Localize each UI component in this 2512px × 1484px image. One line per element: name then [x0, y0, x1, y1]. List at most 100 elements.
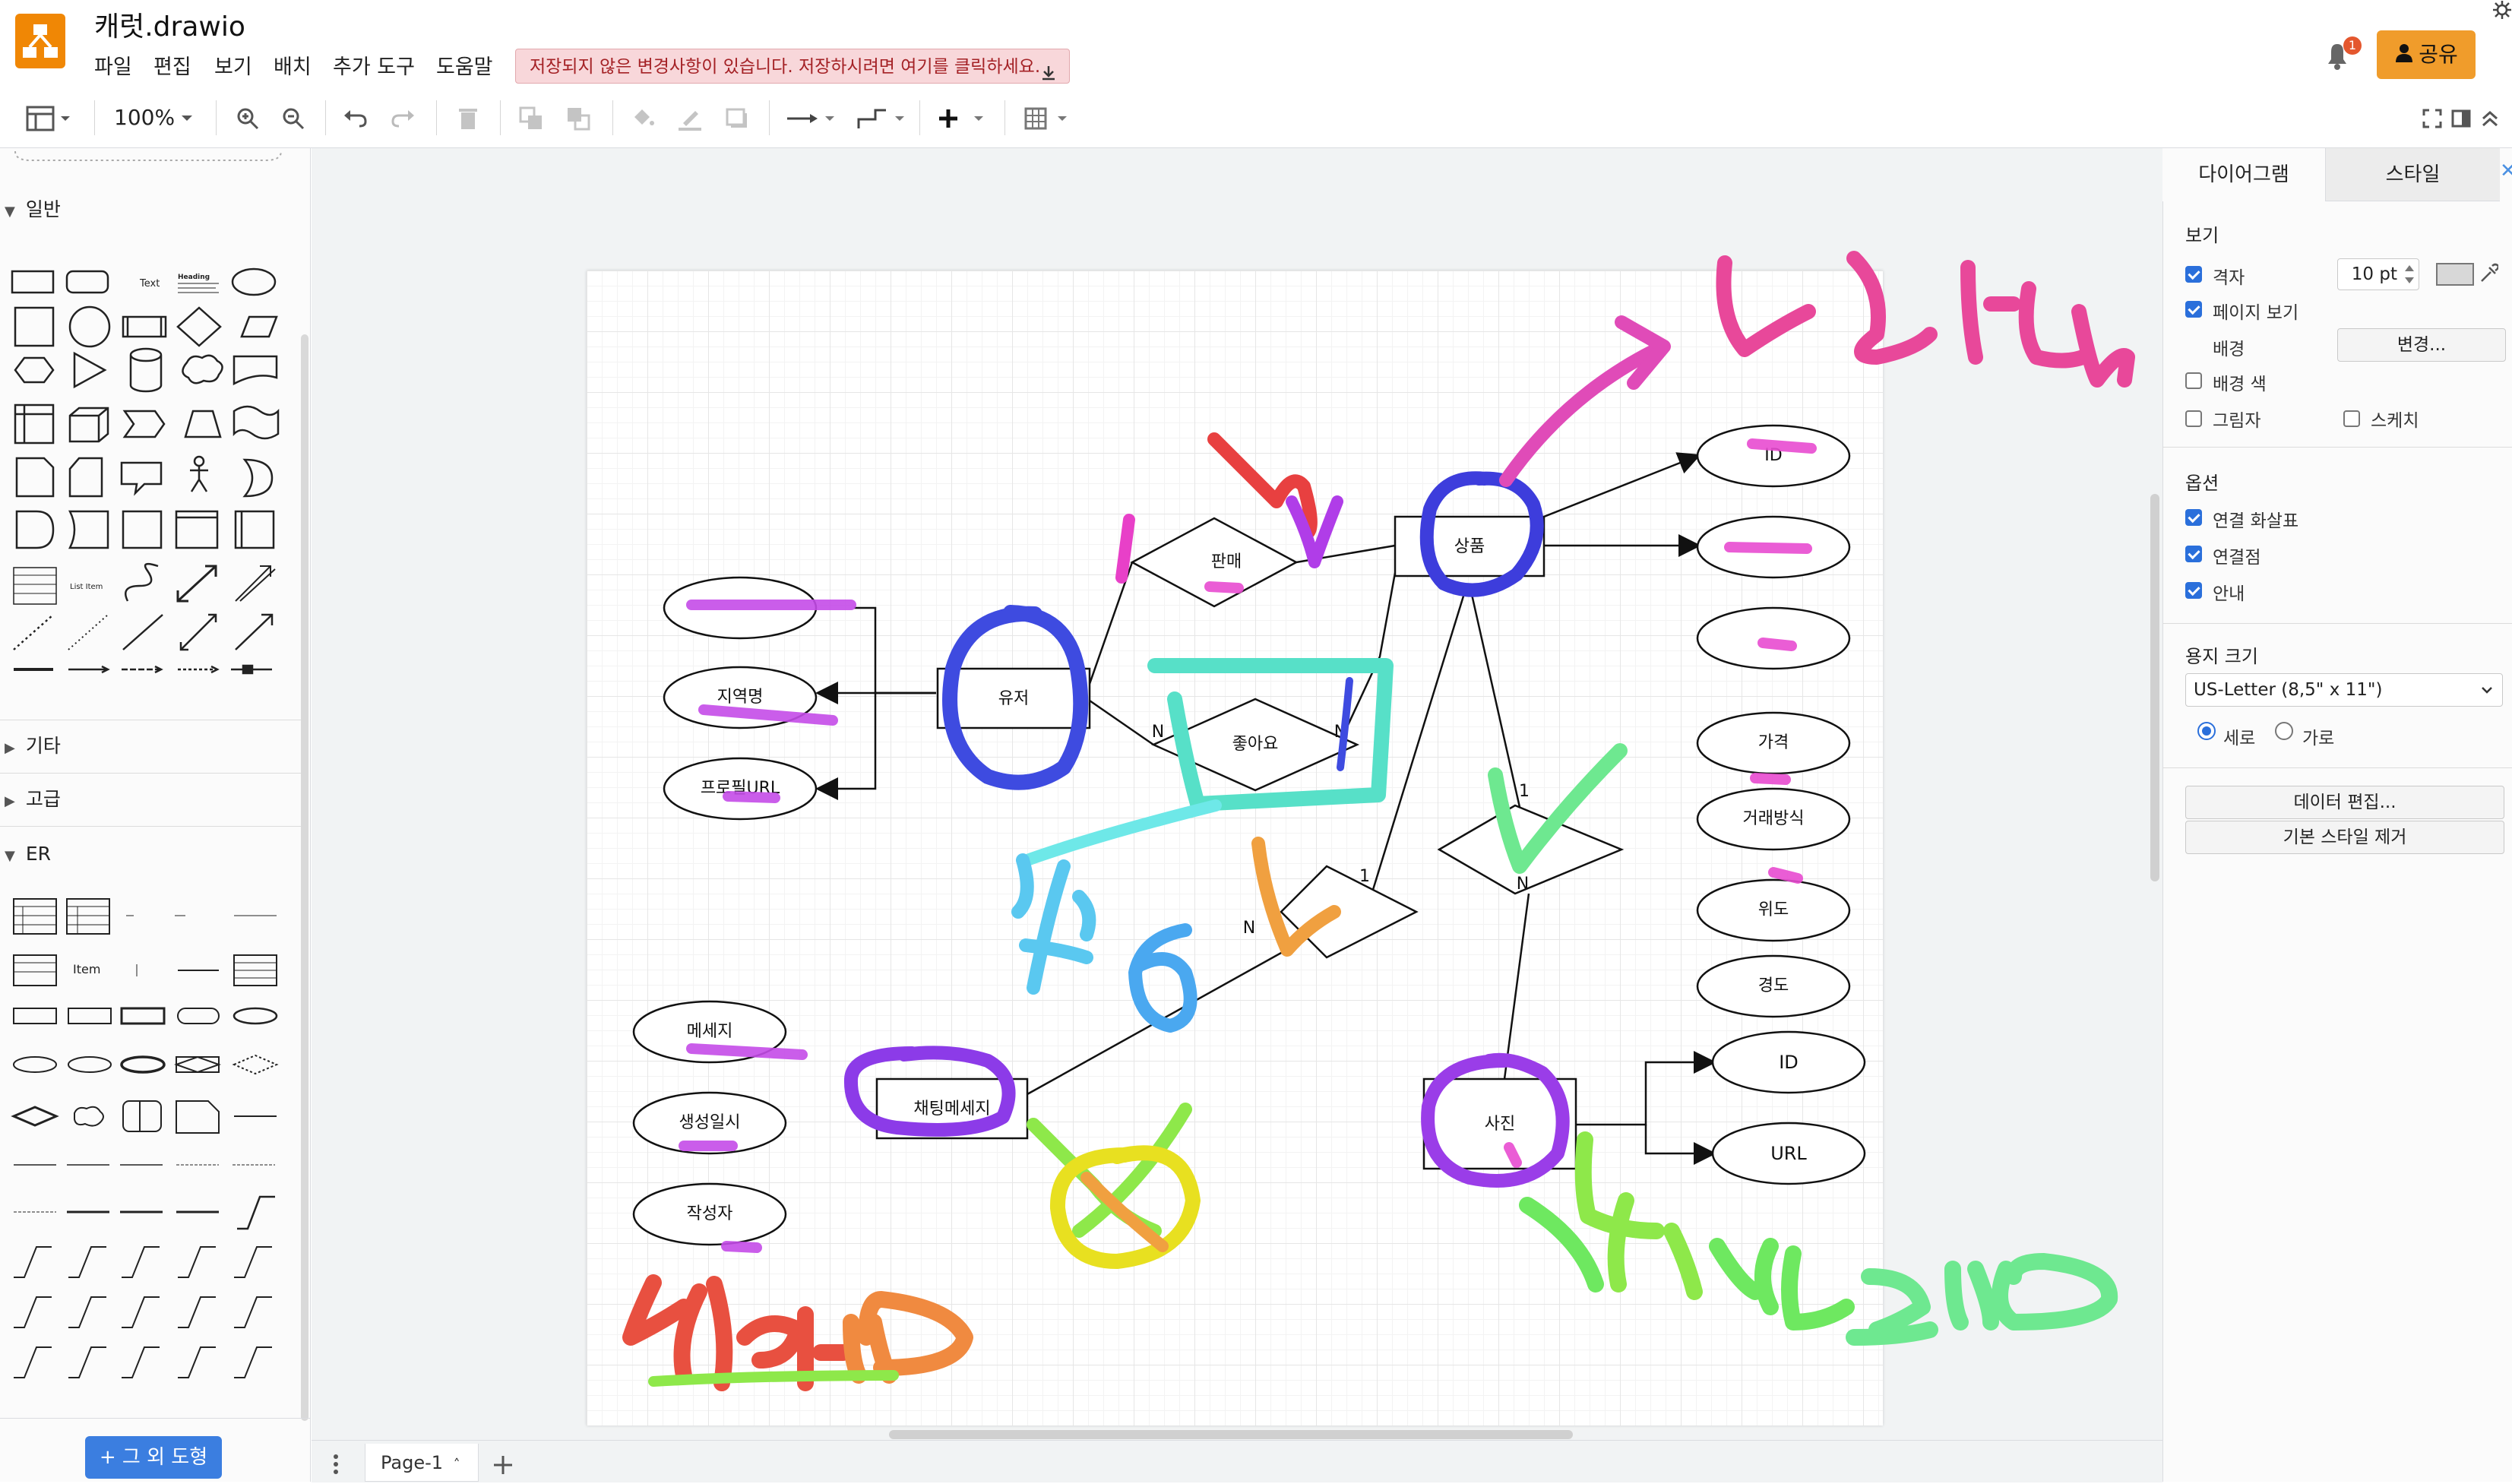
toolbar-separator [769, 100, 770, 135]
divider [0, 826, 301, 827]
menu-arrange[interactable]: 배치 [274, 55, 312, 79]
chevron-up-icon: ˄ [453, 1457, 460, 1473]
section-er-label: ER [25, 843, 52, 865]
page-view-label: 페이지 보기 [2213, 303, 2299, 323]
shadow-checkbox[interactable] [2185, 410, 2202, 427]
more-shapes-button[interactable]: + 그 외 도형 [85, 1436, 222, 1479]
sidebar-scrollbar[interactable] [301, 334, 308, 1421]
shadow-label: 그림자 [2213, 411, 2261, 431]
download-icon [1040, 59, 1057, 81]
page-menu-icon[interactable] [331, 1453, 340, 1479]
notification-bell-icon[interactable] [2322, 40, 2352, 73]
connection-arrows-checkbox[interactable] [2185, 509, 2202, 526]
unsaved-changes-text: 저장되지 않은 변경사항이 있습니다. 저장하시려면 여기를 클릭하세요. [530, 57, 1041, 77]
change-background-button[interactable]: 변경... [2337, 328, 2506, 362]
fullscreen-icon[interactable] [2419, 102, 2445, 135]
grid-label: 격자 [2213, 268, 2245, 288]
line-color-icon[interactable] [675, 102, 705, 135]
zoom-in-icon[interactable] [233, 102, 263, 135]
sketch-checkbox[interactable] [2343, 410, 2360, 427]
tab-style[interactable]: 스타일 [2325, 148, 2500, 201]
canvas-vertical-scrollbar[interactable] [2150, 494, 2159, 881]
background-label: 배경 [2213, 340, 2245, 359]
grid-size-stepper-icon[interactable] [2403, 261, 2416, 290]
theme-gear-icon[interactable] [2492, 0, 2512, 20]
zoom-dropdown-chevron-icon[interactable] [176, 102, 198, 135]
page-tabs-bar [312, 1440, 2162, 1482]
canvas-horizontal-scrollbar[interactable] [889, 1430, 1573, 1439]
connection-points-checkbox[interactable] [2185, 546, 2202, 562]
eyedropper-icon[interactable] [2479, 263, 2500, 287]
tab-diagram[interactable]: 다이어그램 [2162, 148, 2325, 201]
toolbar-separator [500, 100, 501, 135]
grid-color-swatch[interactable] [2436, 263, 2474, 286]
collapse-icon[interactable] [2477, 102, 2503, 135]
drawio-logo-icon[interactable] [15, 14, 65, 68]
file-name[interactable]: 캐럿.drawio [94, 11, 245, 43]
share-label: 공유 [2419, 42, 2458, 67]
paper-size-value: US-Letter (8,5" x 11") [2194, 680, 2383, 700]
close-panel-icon[interactable]: ✕ [2500, 160, 2512, 182]
background-color-label: 배경 색 [2213, 375, 2267, 394]
waypoints-icon[interactable] [854, 102, 907, 135]
to-back-icon[interactable] [564, 102, 594, 135]
landscape-label: 가로 [2302, 729, 2335, 748]
background-color-checkbox[interactable] [2185, 372, 2202, 389]
page-tab[interactable]: Page-1 ˄ [365, 1444, 479, 1482]
grid-size-value: 10 pt [2351, 264, 2397, 284]
section-misc-label: 기타 [25, 735, 61, 757]
menu-view[interactable]: 보기 [214, 55, 252, 79]
general-shapes-grid[interactable]: Text Heading [6, 247, 295, 855]
table-icon[interactable] [1023, 102, 1076, 135]
section-advanced[interactable]: ▶고급 [5, 788, 61, 810]
edit-data-button[interactable]: 데이터 편집... [2185, 786, 2504, 819]
divider [2162, 623, 2512, 624]
landscape-radio[interactable] [2275, 722, 2293, 740]
share-button[interactable]: 공유 [2377, 30, 2476, 79]
connection-icon[interactable] [784, 102, 837, 135]
guides-checkbox[interactable] [2185, 582, 2202, 599]
clear-default-style-button[interactable]: 기본 스타일 제거 [2185, 821, 2504, 854]
section-misc[interactable]: ▶기타 [5, 735, 61, 757]
portrait-radio[interactable] [2197, 722, 2216, 740]
undo-icon[interactable] [340, 102, 371, 135]
section-er[interactable]: ▼ER [5, 843, 52, 865]
toolbar-separator [436, 100, 437, 135]
section-general[interactable]: ▼일반 [5, 198, 61, 220]
user-icon [2394, 31, 2414, 80]
toolbar-separator [94, 100, 95, 135]
page-view-checkbox[interactable] [2185, 301, 2202, 318]
grid-size-input[interactable]: 10 pt [2337, 258, 2419, 290]
section-general-label: 일반 [25, 198, 61, 220]
menu-edit[interactable]: 편집 [153, 55, 191, 79]
chevron-down-icon [2479, 674, 2495, 717]
zoom-level[interactable]: 100% [114, 105, 176, 130]
sketch-label: 스케치 [2371, 411, 2419, 431]
delete-icon[interactable] [453, 102, 483, 135]
unsaved-changes-banner[interactable]: 저장되지 않은 변경사항이 있습니다. 저장하시려면 여기를 클릭하세요. [515, 49, 1070, 84]
to-front-icon[interactable] [517, 102, 547, 135]
menu-extras[interactable]: 추가 도구 [333, 55, 415, 79]
connection-arrows-label: 연결 화살표 [2213, 511, 2299, 531]
insert-icon[interactable] [936, 102, 989, 135]
fill-color-icon[interactable] [628, 102, 658, 135]
options-section-title: 옵션 [2185, 473, 2219, 494]
connection-points-label: 연결점 [2213, 548, 2261, 568]
format-panel-icon[interactable] [2448, 102, 2474, 135]
diagram-page[interactable] [587, 271, 1883, 1425]
sidebar-toggle-icon[interactable] [23, 102, 76, 135]
menu-file[interactable]: 파일 [94, 55, 132, 79]
paper-size-select[interactable]: US-Letter (8,5" x 11") [2185, 673, 2503, 707]
er-shapes-grid[interactable]: Item [6, 885, 295, 1402]
redo-icon[interactable] [388, 102, 418, 135]
menu-help[interactable]: 도움말 [436, 55, 493, 79]
title-bar [0, 0, 2512, 89]
search-area-remnant [14, 150, 282, 161]
divider [0, 773, 301, 774]
toolbar-separator [919, 100, 920, 135]
grid-checkbox[interactable] [2185, 266, 2202, 283]
zoom-out-icon[interactable] [278, 102, 308, 135]
shadow-icon[interactable] [722, 102, 752, 135]
add-page-icon[interactable] [492, 1454, 514, 1479]
er-item-label: Item [73, 962, 100, 976]
